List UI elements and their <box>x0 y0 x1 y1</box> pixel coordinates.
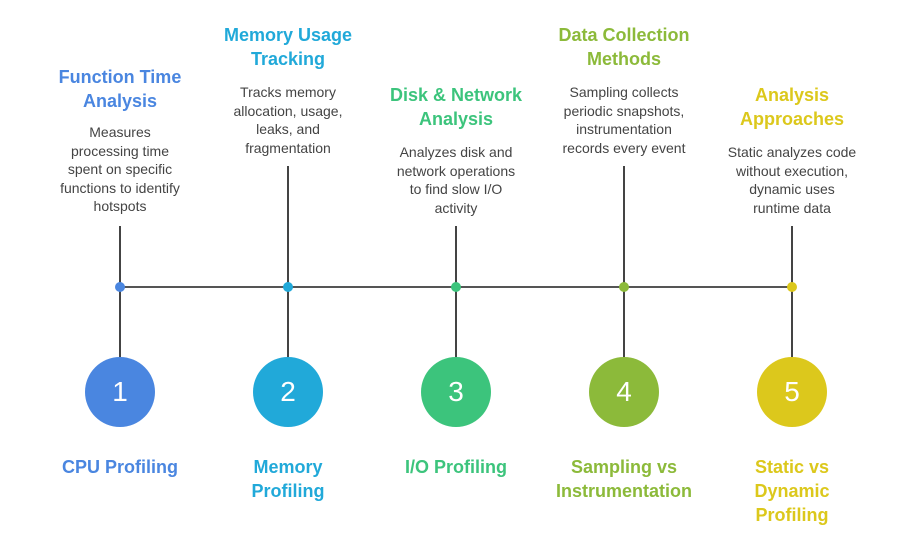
step-5-dot <box>787 282 797 292</box>
step-1-title: Function Time Analysis <box>58 67 182 111</box>
step-4-dot <box>619 282 629 292</box>
step-3-label: I/O Profiling <box>405 457 507 477</box>
step-1-dot <box>115 282 125 292</box>
step-3-dot <box>451 282 461 292</box>
step-4-circle: 4 <box>589 357 659 427</box>
step-2-circle: 2 <box>253 357 323 427</box>
step-2-description: Tracks memory allocation, usage, leaks, … <box>233 84 343 156</box>
step-4-title: Data Collection Methods <box>558 25 690 69</box>
step-3-description: Analyzes disk and network operations to … <box>396 144 516 216</box>
step-2-label: Memory Profiling <box>251 457 325 501</box>
step-3-circle: 3 <box>421 357 491 427</box>
step-2-connector <box>287 166 289 357</box>
step-4-connector <box>623 166 625 357</box>
step-2-title: Memory Usage Tracking <box>223 25 353 69</box>
step-5-circle: 5 <box>757 357 827 427</box>
step-4-label: Sampling vs Instrumentation <box>555 457 692 501</box>
step-2-dot <box>283 282 293 292</box>
step-1-description: Measures processing time spent on specif… <box>60 124 180 214</box>
step-5-description: Static analyzes code without execution, … <box>727 144 857 216</box>
step-1-circle: 1 <box>85 357 155 427</box>
step-4-description: Sampling collects periodic snapshots, in… <box>562 84 686 156</box>
step-5-label: Static vs Dynamic Profiling <box>754 457 830 525</box>
step-1-label: CPU Profiling <box>62 457 178 477</box>
step-3-title: Disk & Network Analysis <box>389 85 523 129</box>
step-5-title: Analysis Approaches <box>739 85 845 129</box>
